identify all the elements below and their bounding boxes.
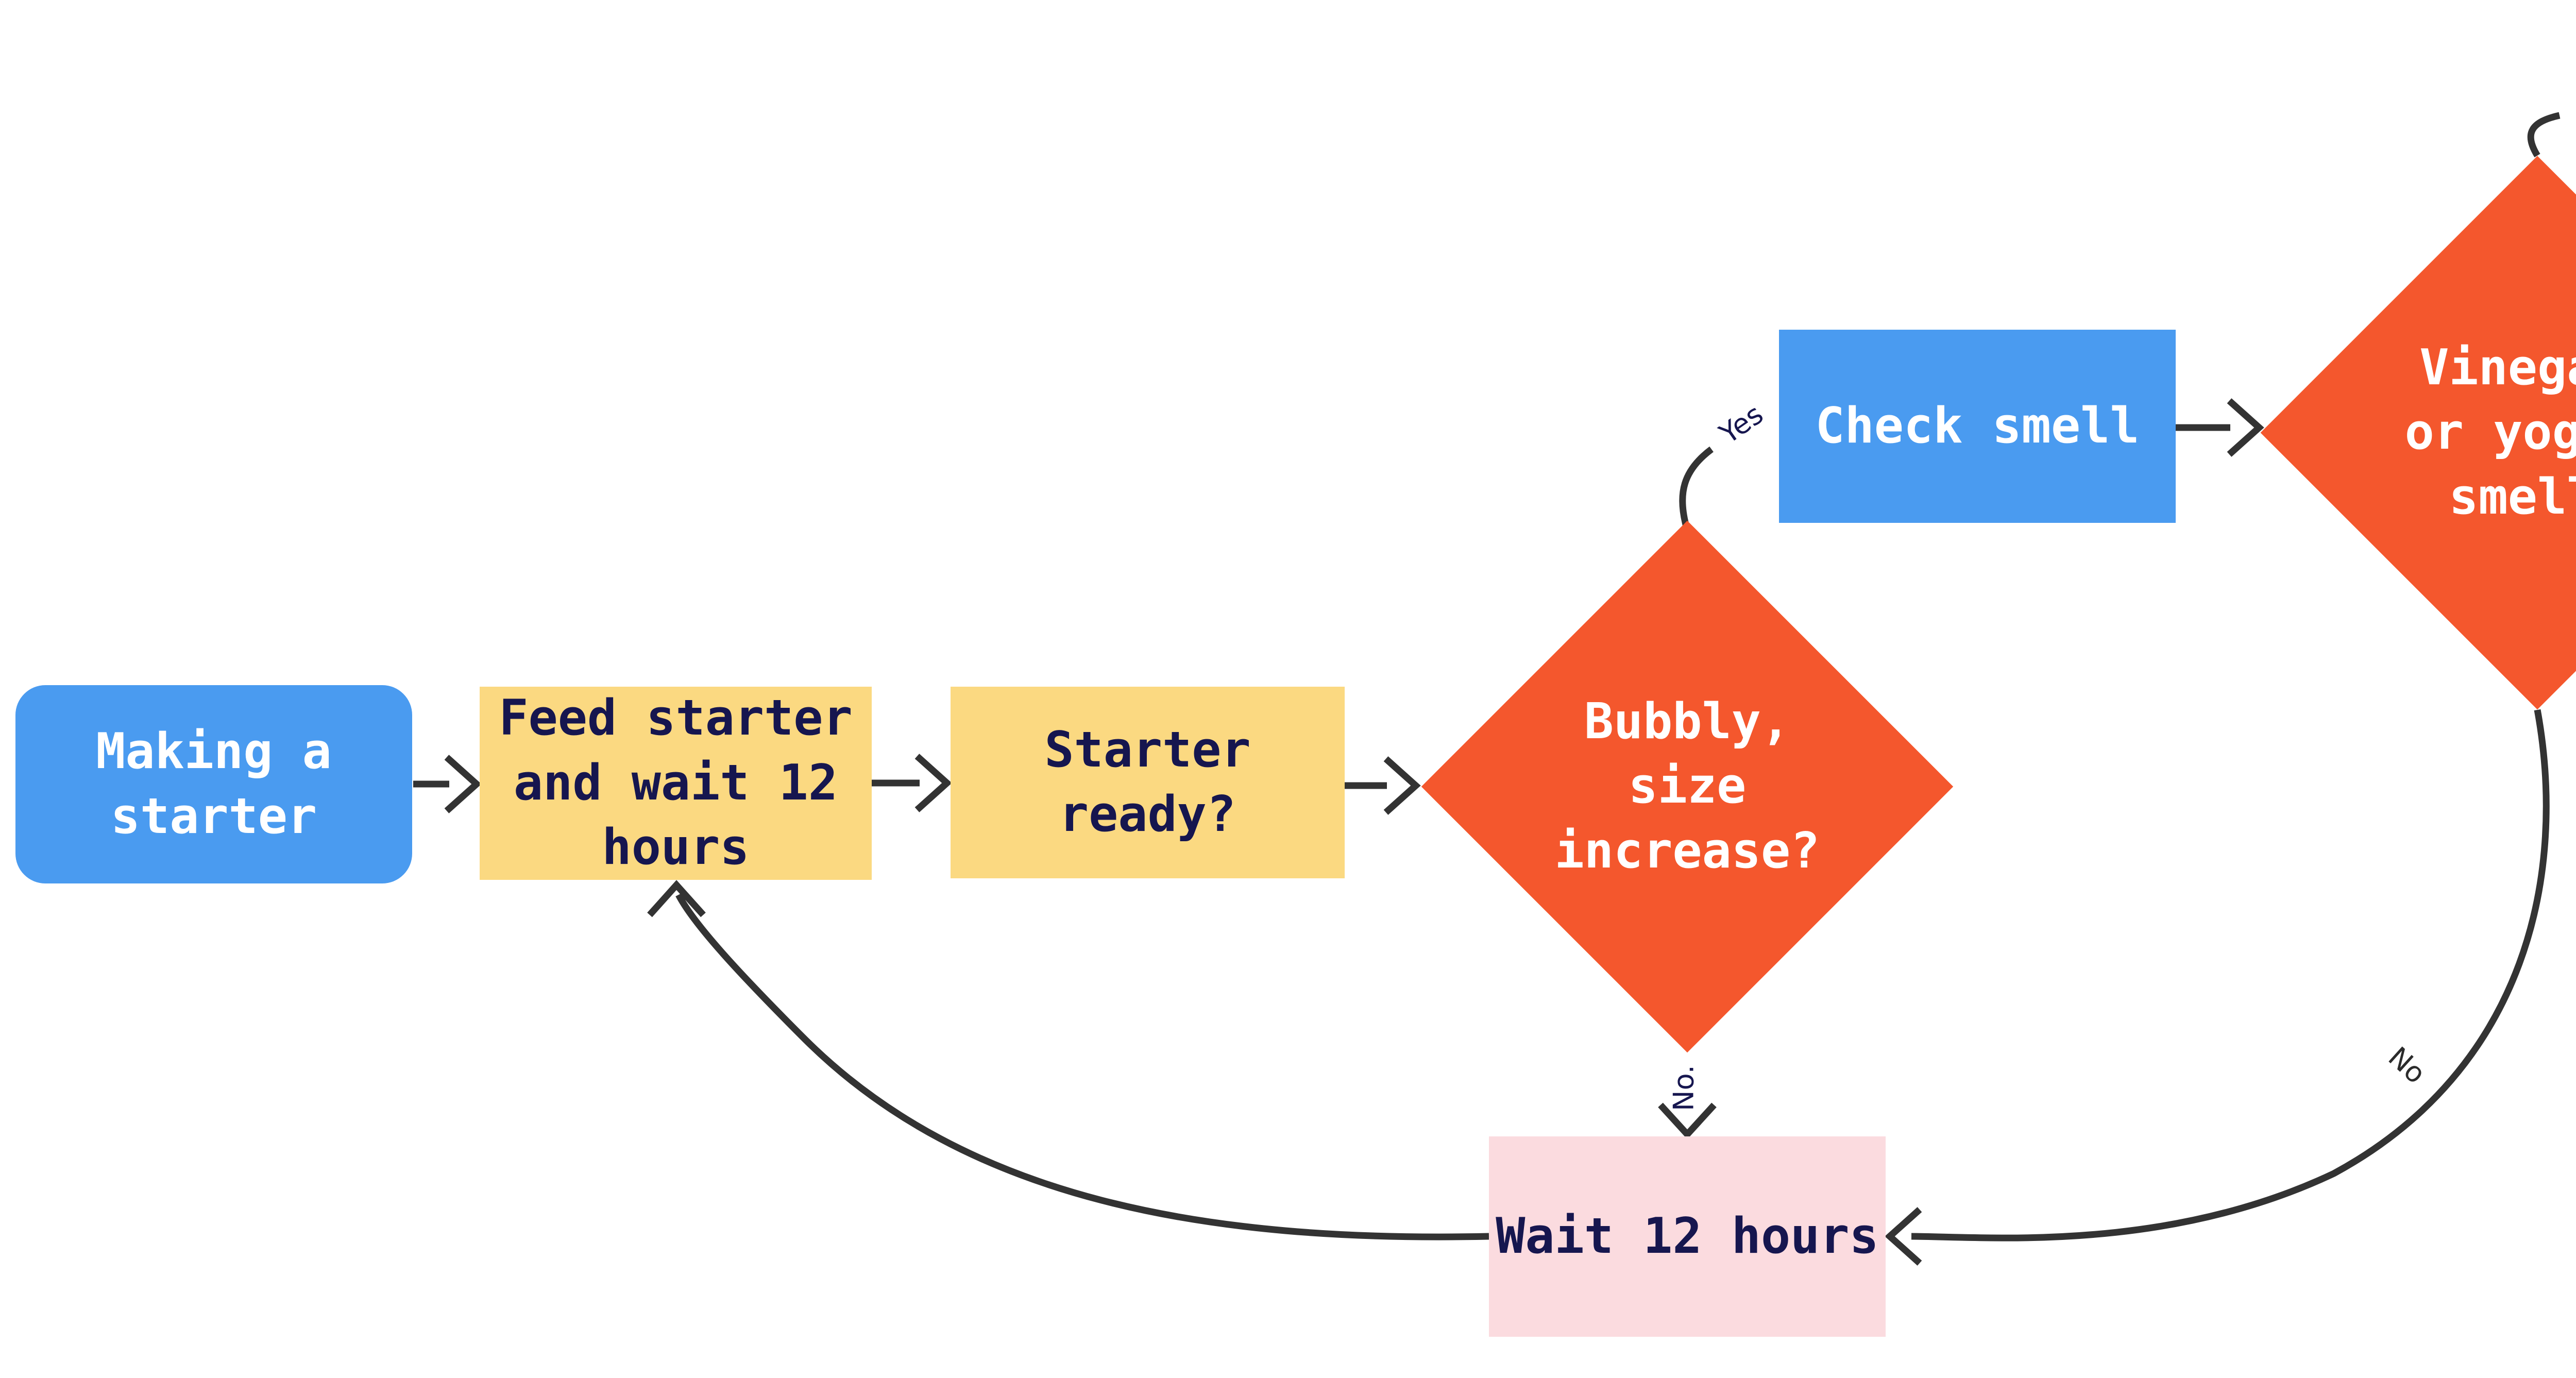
node-feed-starter: Feed starter and wait 12 hours [480,687,872,880]
decision-bubbly-size-increase: Bubbly, size increase? [1421,520,1954,1053]
edge-label-bubbly-yes: Yes [1714,398,1769,450]
node-check-smell: Check smell [1779,330,2176,523]
decision-vinegary-smell: Vinegary or yogurt smell? [2260,156,2576,710]
edge-feed-to-ready [872,754,952,812]
node-wait-12-hours: Wait 12 hours [1489,1136,1886,1337]
decision-bubbly-label: Bubbly, size increase? [1554,693,1820,879]
edge-check-to-vinegary [2176,398,2264,457]
node-making-a-starter: Making a starter [15,685,412,883]
edge-bubbly-yes-to-check [1679,446,1714,528]
node-starter-ready: Starter ready? [951,687,1345,878]
decision-vinegary-label: Vinegary or yogurt smell? [2404,339,2576,525]
edge-vinegary-yes-to-dough [2527,112,2561,158]
edge-label-bubbly-no: No. [1667,1065,1700,1111]
edge-vinegary-no-to-wait [1885,709,2550,1266]
edge-wait-loop-to-feed [647,880,1489,1240]
edge-ready-to-bubbly [1345,756,1421,815]
edge-making-to-feed [413,755,482,813]
edge-label-vinegary-no: No [2375,1033,2439,1097]
